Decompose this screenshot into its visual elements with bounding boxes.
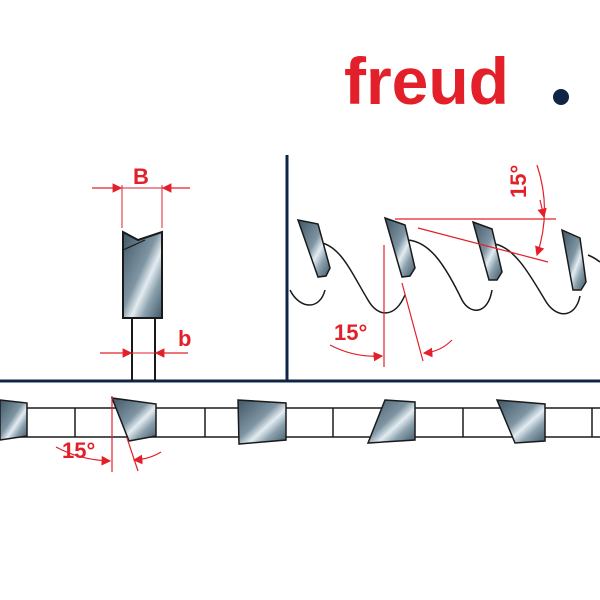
tooth-gullets — [289, 239, 600, 315]
side-view: 15° 15° — [289, 165, 600, 367]
freud-logo: freud — [344, 44, 569, 118]
top-tooth-1 — [0, 399, 28, 441]
top-tooth-4 — [366, 399, 416, 444]
logo-text: freud — [344, 44, 509, 118]
clearance-angle-label: 15° — [506, 165, 531, 198]
top-tooth-2 — [110, 397, 157, 442]
hook-angle-label: 15° — [334, 320, 367, 345]
top-view: 15° — [0, 396, 600, 472]
top-tooth-5 — [495, 399, 546, 444]
bevel-angle-label: 15° — [62, 438, 95, 463]
tooth-front — [122, 230, 163, 319]
front-view: B b — [92, 164, 191, 381]
body-thickness-label: b — [178, 326, 191, 351]
logo-dot — [553, 89, 569, 105]
top-tooth-3 — [237, 399, 287, 445]
tooth-width-label: B — [133, 164, 149, 189]
side-tooth-3 — [471, 220, 503, 281]
side-tooth-4 — [561, 228, 587, 291]
side-tooth-2 — [383, 216, 416, 278]
side-tooth-1 — [296, 219, 331, 278]
